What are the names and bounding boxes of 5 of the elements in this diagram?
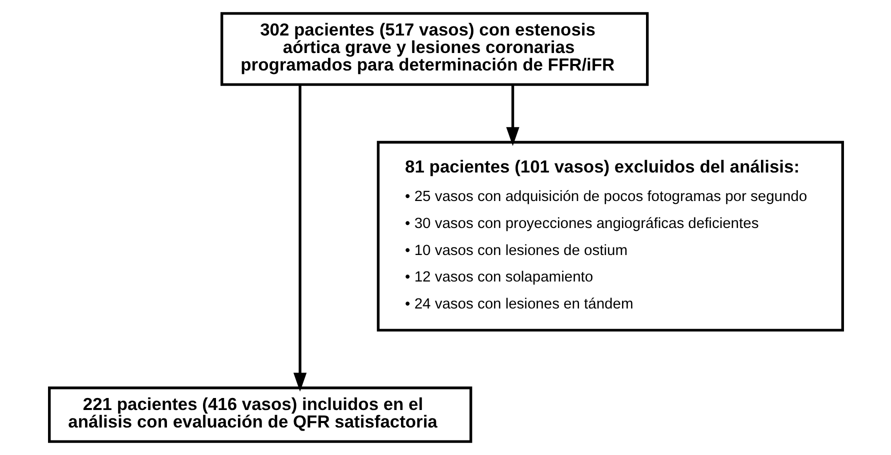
arrow (292, 84, 306, 392)
node-box: 81 pacientes (101 vasos) excluidos del análisis: • 25 vasos con adquisición de pocos fotogramas por segundo • 30 vasos con proyecciones angiográficas deficientes • 10 vasos con lesiones de ostium • 12 vasos con solapamiento • 24 vasos con lesiones en tándem (376, 140, 844, 332)
arrow (506, 84, 519, 146)
node-box: 221 pacientes (416 vasos) incluidos en el análisis con evaluación de QFR satisfactoria (48, 386, 472, 443)
node-box: 302 pacientes (517 vasos) con estenosis aórtica grave y lesiones coronarias programados para determinación de FFR/iFR (220, 12, 648, 86)
